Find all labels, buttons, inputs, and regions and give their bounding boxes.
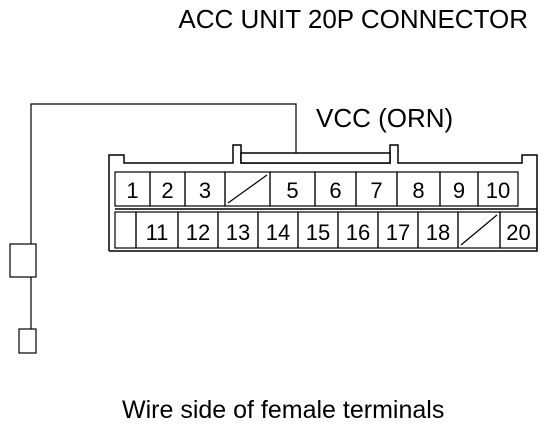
probe-lead bbox=[9, 103, 297, 354]
cavity-12: 12 bbox=[177, 211, 219, 249]
diagram-caption: Wire side of female terminals bbox=[122, 396, 445, 424]
cavity-13: 13 bbox=[217, 211, 259, 249]
pin-number: 9 bbox=[453, 178, 465, 203]
unused-slash bbox=[227, 174, 268, 204]
cavity-17: 17 bbox=[377, 211, 419, 249]
cavity-16: 16 bbox=[337, 211, 379, 249]
cavity-11: 11 bbox=[135, 211, 179, 249]
bottom-row-cavities: 11 12 13 14 15 16 17 18 20 bbox=[114, 211, 538, 249]
cavity-8: 8 bbox=[396, 171, 441, 207]
cavity-3: 3 bbox=[184, 171, 226, 207]
cavity-9: 9 bbox=[439, 171, 479, 207]
cavity-2: 2 bbox=[149, 171, 186, 207]
latch bbox=[240, 152, 391, 164]
pin-number: 17 bbox=[386, 220, 410, 245]
cavity-15: 15 bbox=[297, 211, 339, 249]
cavity-1: 1 bbox=[114, 171, 151, 207]
connector-title: ACC UNIT 20P CONNECTOR bbox=[178, 4, 528, 34]
probe-body bbox=[9, 243, 37, 278]
cavity-20: 20 bbox=[499, 211, 538, 249]
cavity-18: 18 bbox=[417, 211, 459, 249]
pin-number: 7 bbox=[370, 178, 382, 203]
pin-number: 3 bbox=[199, 178, 211, 203]
pin-number: 20 bbox=[506, 220, 530, 245]
cavity-empty bbox=[114, 211, 137, 249]
pin-number: 15 bbox=[306, 220, 330, 245]
cavity-14: 14 bbox=[257, 211, 299, 249]
pin-number: 5 bbox=[286, 178, 298, 203]
cavity-6: 6 bbox=[314, 171, 357, 207]
cavity-5: 5 bbox=[269, 171, 316, 207]
pin-number: 13 bbox=[226, 220, 250, 245]
pin-number: 10 bbox=[486, 178, 510, 203]
pin-number: 18 bbox=[426, 220, 450, 245]
cavity-empty bbox=[457, 211, 501, 249]
probe-tip bbox=[18, 328, 37, 354]
pin-number: 8 bbox=[412, 178, 424, 203]
pin-number: 14 bbox=[266, 220, 290, 245]
pin-number: 12 bbox=[186, 220, 210, 245]
cavity-7: 7 bbox=[355, 171, 398, 207]
unused-slash bbox=[460, 214, 498, 246]
wire-label: VCC (ORN) bbox=[316, 103, 454, 133]
cavity-10: 10 bbox=[477, 171, 519, 207]
pin-number: 11 bbox=[146, 220, 169, 245]
pin-number: 1 bbox=[126, 178, 138, 203]
connector-housing bbox=[108, 144, 538, 252]
pin-number: 6 bbox=[329, 178, 341, 203]
pin-number: 2 bbox=[161, 178, 173, 203]
cavity-empty bbox=[224, 171, 271, 207]
probe-wire bbox=[30, 103, 297, 244]
pin-number: 16 bbox=[346, 220, 370, 245]
